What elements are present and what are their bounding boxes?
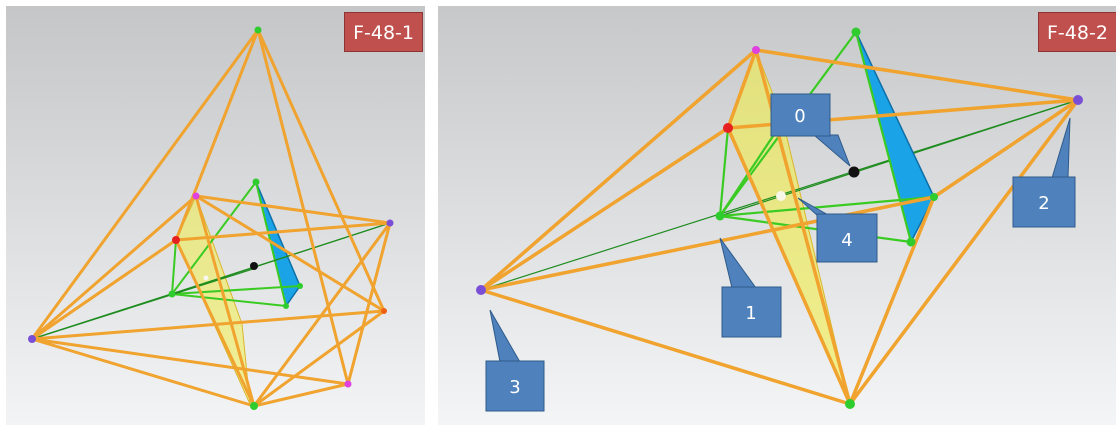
figure-label: F-48-2 (1038, 12, 1116, 52)
vertices (28, 26, 394, 410)
callout-1: 1 (719, 237, 782, 338)
diagram-2: 0 4 1 2 3 (438, 6, 1116, 425)
callout-1-text: 1 (745, 303, 756, 324)
callout-0: 0 (770, 93, 851, 167)
viewport-background (6, 6, 425, 425)
callout-3-text: 3 (509, 377, 520, 398)
inner-frame (718, 31, 935, 244)
callout-4: 4 (797, 197, 878, 263)
callout-2-text: 2 (1038, 193, 1049, 214)
callout-3: 3 (485, 309, 545, 412)
callout-4-text: 4 (841, 230, 852, 251)
callout-2: 2 (1012, 117, 1076, 228)
callout-0-text: 0 (794, 106, 805, 127)
figure-panel-1: F-48-1 (6, 6, 425, 425)
outer-frame (30, 28, 392, 408)
diagram-1 (6, 6, 425, 425)
figure-label: F-48-1 (344, 12, 423, 52)
vertices (476, 27, 1083, 409)
figure-panel-2: 0 4 1 2 3 F-48-2 (438, 6, 1116, 425)
outer-frame (479, 48, 1080, 406)
